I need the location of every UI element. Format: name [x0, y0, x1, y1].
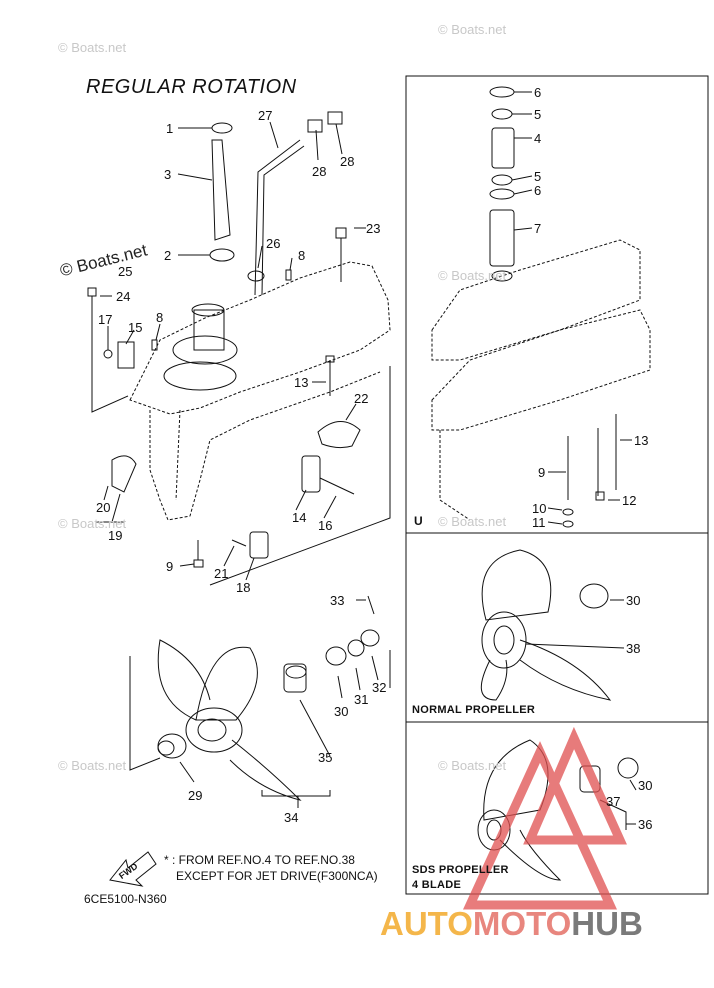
callout: 22	[354, 391, 368, 406]
callout: 15	[128, 320, 142, 335]
callout: 13	[294, 375, 308, 390]
note-line-1: : FROM REF.NO.4 TO REF.NO.38	[172, 853, 355, 867]
watermark: © Boats.net	[58, 40, 127, 55]
callout: 1	[166, 121, 173, 136]
watermark: © Boats.net	[438, 268, 507, 283]
callout: 29	[188, 788, 202, 803]
sds-propeller-label: SDS PROPELLER	[412, 864, 509, 876]
callout: 30	[638, 778, 652, 793]
callout: 9	[538, 465, 545, 480]
note-line-2: EXCEPT FOR JET DRIVE(F300NCA)	[176, 869, 378, 883]
box-sds-propeller	[405, 721, 709, 895]
callout: 14	[292, 510, 306, 525]
callout: 21	[214, 566, 228, 581]
watermark: © Boats.net	[58, 758, 127, 773]
logo-triangle-icon	[462, 726, 627, 910]
watermark: © Boats.net	[438, 514, 507, 529]
callout: 9	[166, 559, 173, 574]
callout: 5	[534, 169, 541, 184]
callout: 12	[622, 493, 636, 508]
callout: 37	[606, 794, 620, 809]
callout: 10	[532, 501, 546, 516]
callout: 7	[534, 221, 541, 236]
watermark: © Boats.net	[438, 22, 507, 37]
callout: 5	[534, 107, 541, 122]
callout: 36	[638, 817, 652, 832]
callout: 16	[318, 518, 332, 533]
callout: 2	[164, 248, 171, 263]
box-u-label: U	[414, 514, 423, 528]
watermark: © Boats.net	[58, 516, 127, 531]
callout: 28	[312, 164, 326, 179]
note-symbol: *	[164, 853, 169, 867]
callout: 8	[298, 248, 305, 263]
callout: 18	[236, 580, 250, 595]
callout: 33	[330, 593, 344, 608]
callout: 13	[634, 433, 648, 448]
callout: 23	[366, 221, 380, 236]
box-u	[405, 75, 709, 534]
callout: 26	[266, 236, 280, 251]
callout: 25	[118, 264, 132, 279]
automotohub-logo: AUTOMOTOHUB	[380, 905, 643, 942]
callout: 30	[626, 593, 640, 608]
callout: 6	[534, 85, 541, 100]
callout: 6	[534, 183, 541, 198]
part-code: 6CE5100-N360	[84, 892, 167, 906]
callout: 20	[96, 500, 110, 515]
callout: 28	[340, 154, 354, 169]
sds-propeller-blade-label: 4 BLADE	[412, 879, 462, 891]
callout: 8	[156, 310, 163, 325]
callout: 24	[116, 289, 130, 304]
callout: 35	[318, 750, 332, 765]
callout: 31	[354, 692, 368, 707]
callout: 3	[164, 167, 171, 182]
callout: 27	[258, 108, 272, 123]
callout: 38	[626, 641, 640, 656]
box-normal-propeller	[405, 532, 709, 723]
page-title: REGULAR ROTATION	[86, 76, 297, 98]
callout: 34	[284, 810, 298, 825]
callout: 4	[534, 131, 541, 146]
callout: 17	[98, 312, 112, 327]
callout: 30	[334, 704, 348, 719]
normal-propeller-label: NORMAL PROPELLER	[412, 704, 536, 716]
watermark: © Boats.net	[438, 758, 507, 773]
callout: 19	[108, 528, 122, 543]
callout: 11	[532, 515, 546, 530]
callout: 32	[372, 680, 386, 695]
